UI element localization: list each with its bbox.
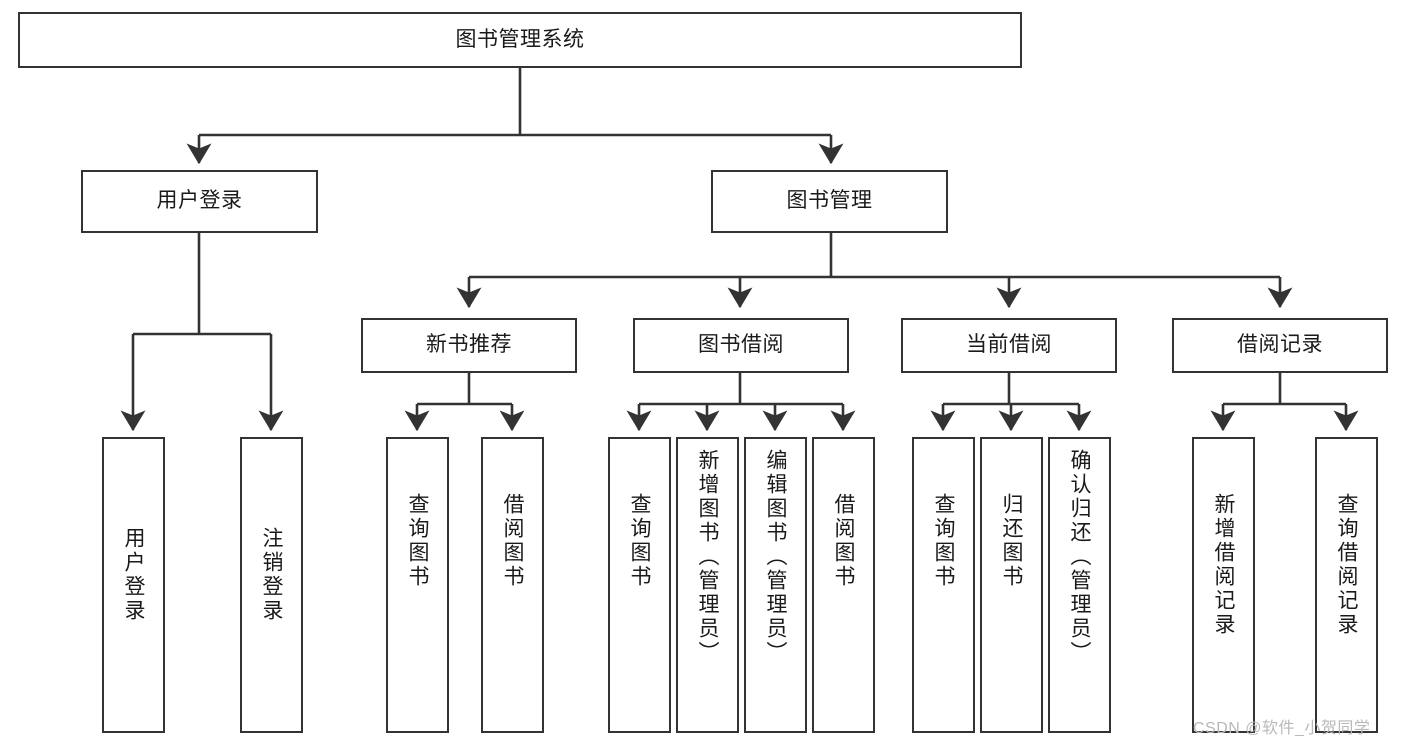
node-leaf-add-record[interactable]: 新增借阅记录 <box>1192 437 1255 733</box>
node-leaf-query-book-3-label: 查询图书 <box>932 493 955 589</box>
node-book-manage-label: 图书管理 <box>786 189 873 213</box>
node-leaf-logout[interactable]: 注销登录 <box>240 437 303 733</box>
node-leaf-confirm-return[interactable]: 确认归还（管理员） <box>1048 437 1111 733</box>
node-leaf-add-record-label: 新增借阅记录 <box>1212 493 1235 637</box>
node-leaf-edit-book-label: 编辑图书（管理员） <box>764 449 787 665</box>
node-root-label: 图书管理系统 <box>455 27 585 51</box>
node-book-borrow[interactable]: 图书借阅 <box>633 318 849 373</box>
node-leaf-query-record[interactable]: 查询借阅记录 <box>1315 437 1378 733</box>
node-leaf-logout-label: 注销登录 <box>260 527 283 623</box>
node-current-borrow-label: 当前借阅 <box>966 333 1052 357</box>
node-leaf-borrow-book-2[interactable]: 借阅图书 <box>812 437 875 733</box>
node-user-login[interactable]: 用户登录 <box>81 170 318 233</box>
node-leaf-query-book-3[interactable]: 查询图书 <box>912 437 975 733</box>
node-leaf-borrow-book-1-label: 借阅图书 <box>501 493 524 589</box>
node-leaf-borrow-book-2-label: 借阅图书 <box>832 493 855 589</box>
node-leaf-return-book-label: 归还图书 <box>1000 493 1023 589</box>
node-new-book-recommend-label: 新书推荐 <box>426 333 512 357</box>
node-new-book-recommend[interactable]: 新书推荐 <box>361 318 577 373</box>
node-leaf-query-book-1-label: 查询图书 <box>406 493 429 589</box>
csdn-watermark: CSDN @软件_小贺同学 <box>1193 720 1371 737</box>
node-leaf-add-book[interactable]: 新增图书（管理员） <box>676 437 739 733</box>
node-leaf-add-book-label: 新增图书（管理员） <box>696 449 719 665</box>
node-leaf-confirm-return-label: 确认归还（管理员） <box>1068 449 1091 665</box>
node-leaf-edit-book[interactable]: 编辑图书（管理员） <box>744 437 807 733</box>
node-leaf-borrow-book-1[interactable]: 借阅图书 <box>481 437 544 733</box>
node-book-manage[interactable]: 图书管理 <box>711 170 948 233</box>
node-leaf-user-login-label: 用户登录 <box>122 527 145 623</box>
node-leaf-return-book[interactable]: 归还图书 <box>980 437 1043 733</box>
node-root[interactable]: 图书管理系统 <box>18 12 1022 68</box>
node-leaf-query-book-1[interactable]: 查询图书 <box>386 437 449 733</box>
node-borrow-record[interactable]: 借阅记录 <box>1172 318 1388 373</box>
node-leaf-user-login[interactable]: 用户登录 <box>102 437 165 733</box>
node-current-borrow[interactable]: 当前借阅 <box>901 318 1117 373</box>
node-leaf-query-book-2[interactable]: 查询图书 <box>608 437 671 733</box>
node-borrow-record-label: 借阅记录 <box>1237 333 1323 357</box>
node-user-login-label: 用户登录 <box>156 189 243 213</box>
node-leaf-query-record-label: 查询借阅记录 <box>1335 493 1358 637</box>
node-book-borrow-label: 图书借阅 <box>698 333 784 357</box>
node-leaf-query-book-2-label: 查询图书 <box>628 493 651 589</box>
